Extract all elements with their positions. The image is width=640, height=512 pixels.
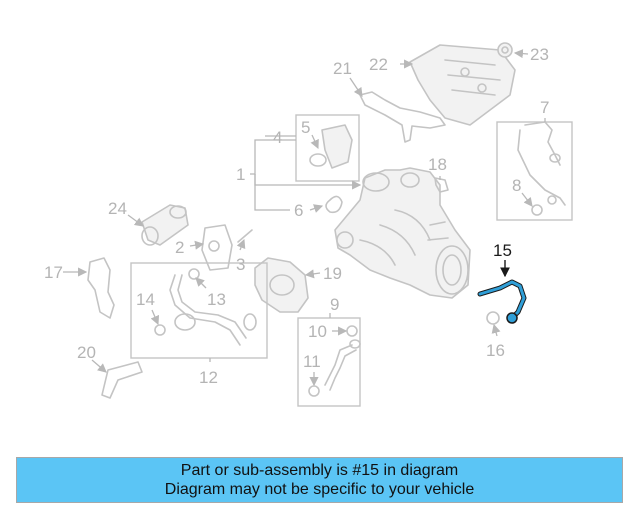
callout-23: 23 — [530, 45, 549, 64]
callout-18: 18 — [428, 155, 447, 174]
callout-10: 10 — [308, 322, 327, 341]
part-14-washer — [154, 324, 166, 336]
callout-7: 7 — [540, 98, 549, 117]
callout-1: 1 — [236, 165, 245, 184]
info-banner: Part or sub-assembly is #15 in diagram D… — [16, 457, 623, 503]
part-9-pipe — [324, 339, 361, 391]
callout-11: 11 — [303, 352, 321, 371]
callout-8: 8 — [512, 176, 521, 195]
box-part-9 — [297, 317, 361, 407]
part-2-gasket — [201, 224, 233, 271]
banner-line-part-number: Part or sub-assembly is #15 in diagram — [180, 462, 459, 479]
callout-15: 15 — [493, 241, 512, 260]
turbocharger-assembly — [334, 167, 471, 299]
leader-lines — [63, 49, 546, 387]
part-21-bracket — [359, 91, 446, 143]
part-24-hose — [141, 204, 189, 246]
part-15-pipe-highlighted — [477, 279, 527, 324]
callout-9: 9 — [330, 295, 339, 314]
callout-6: 6 — [294, 201, 303, 220]
part-23-nut — [497, 42, 513, 58]
callout-3: 3 — [236, 255, 245, 274]
box-part-7 — [496, 121, 573, 221]
part-22-heat-shield — [409, 44, 516, 126]
part-12-pipe — [169, 274, 257, 346]
banner-line-disclaimer: Diagram may not be specific to your vehi… — [164, 481, 475, 498]
callout-13: 13 — [207, 290, 226, 309]
callout-labels: 1 2 3 4 5 6 7 8 9 10 11 12 13 14 15 16 1… — [44, 45, 549, 387]
callout-5: 5 — [301, 118, 310, 137]
part-3-stud — [237, 229, 253, 243]
callout-24: 24 — [108, 199, 127, 218]
callout-12: 12 — [199, 368, 218, 387]
callout-17: 17 — [44, 263, 63, 282]
part-20-bracket — [101, 361, 143, 399]
callout-22: 22 — [369, 55, 388, 74]
part-17-bracket — [87, 257, 115, 319]
callout-4: 4 — [273, 128, 282, 147]
part-10-washer — [346, 325, 358, 337]
part-8-washer — [531, 195, 557, 216]
part-19-plate — [254, 257, 309, 313]
part-13-washer — [188, 268, 200, 280]
part-18-clip — [434, 177, 449, 193]
callout-20: 20 — [77, 343, 96, 362]
part-16-washer — [486, 311, 500, 325]
part-11-washer — [308, 385, 320, 397]
part-7-pipe — [517, 121, 566, 206]
callout-19: 19 — [323, 264, 342, 283]
callout-16: 16 — [486, 341, 505, 360]
parts-diagram: 1 2 3 4 5 6 7 8 9 10 11 12 13 14 15 16 1… — [44, 42, 573, 407]
callout-14: 14 — [136, 290, 155, 309]
box-part-12 — [130, 262, 268, 359]
part-5-elbow — [309, 124, 353, 169]
box-part-4 — [295, 114, 360, 182]
part-6-gasket — [325, 195, 343, 214]
callout-21: 21 — [333, 59, 352, 78]
callout-2: 2 — [175, 238, 184, 257]
